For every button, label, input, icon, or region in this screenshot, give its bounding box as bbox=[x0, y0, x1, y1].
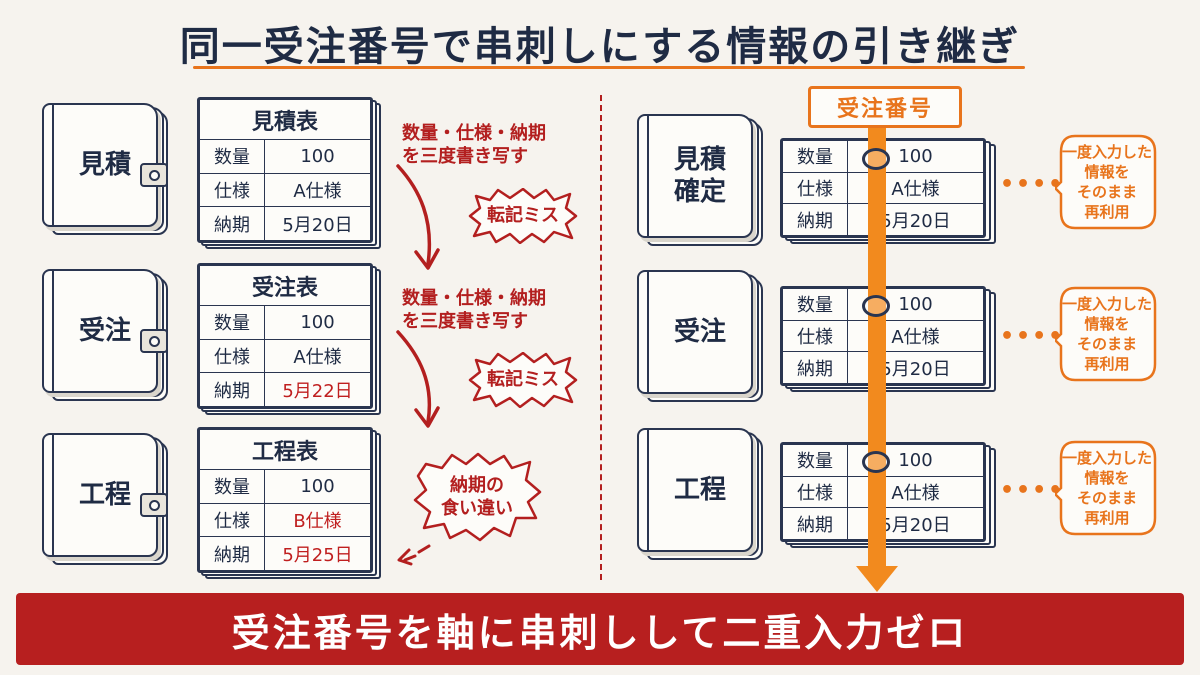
binder-process: 工程 bbox=[637, 428, 763, 560]
field-value: 100 bbox=[264, 139, 371, 174]
binder-ring-icon bbox=[862, 451, 890, 473]
bubble-text: 一度入力した 情報を そのまま 再利用 bbox=[1061, 142, 1152, 222]
title-underline bbox=[193, 66, 1025, 69]
field-key: 数量 bbox=[199, 305, 265, 340]
dashed-arrow-icon bbox=[397, 544, 431, 566]
reuse-bubble: 一度入力した 情報を そのまま 再利用 bbox=[1053, 438, 1159, 538]
field-key: 仕様 bbox=[782, 171, 848, 205]
field-key: 仕様 bbox=[782, 475, 848, 509]
copy-note: 数量・仕様・納期 を三度書き写す bbox=[402, 288, 546, 333]
binder-label: 受注 bbox=[673, 316, 726, 347]
field-key: 納期 bbox=[199, 372, 265, 407]
page-title: 同一受注番号で串刺しにする情報の引き継ぎ bbox=[179, 24, 1021, 70]
date-mismatch-burst: 納期の 食い違い bbox=[412, 452, 542, 542]
copy-note: 数量・仕様・納期 を三度書き写す bbox=[402, 123, 546, 168]
order-number-axis bbox=[868, 122, 886, 570]
transcription-error-burst: 転記ミス bbox=[468, 351, 578, 409]
error-label: 転記ミス bbox=[487, 205, 559, 227]
error-label: 納期の 食い違い bbox=[441, 474, 513, 519]
field-key: 納期 bbox=[199, 536, 265, 571]
error-label: 転記ミス bbox=[487, 369, 559, 391]
field-key: 数量 bbox=[782, 140, 848, 173]
field-key: 納期 bbox=[782, 203, 848, 236]
form-title: 見積表 bbox=[199, 98, 371, 141]
binder-order: 受注 bbox=[637, 270, 763, 402]
field-key: 数量 bbox=[782, 288, 848, 321]
form-title: 受注表 bbox=[199, 264, 371, 307]
field-value: 5月20日 bbox=[264, 206, 371, 241]
form-title: 工程表 bbox=[199, 428, 371, 471]
connector-dots: •••• bbox=[1000, 478, 1065, 503]
transcription-error-burst: 転記ミス bbox=[468, 187, 578, 245]
field-value: A仕様 bbox=[264, 338, 371, 374]
field-value: 100 bbox=[264, 469, 371, 504]
flow-arrow-icon bbox=[396, 164, 440, 270]
binder-ring-icon bbox=[862, 148, 890, 170]
field-key: 納期 bbox=[782, 351, 848, 384]
summary-banner: 受注番号を軸に串刺しして二重入力ゼロ bbox=[16, 593, 1184, 665]
binder-estimate: 見積 bbox=[42, 103, 168, 235]
field-key: 数量 bbox=[199, 469, 265, 504]
field-key: 納期 bbox=[782, 507, 848, 540]
center-divider bbox=[600, 95, 602, 580]
binder-ring-icon bbox=[862, 295, 890, 317]
field-key: 数量 bbox=[199, 139, 265, 174]
field-value-mismatch: 5月22日 bbox=[264, 372, 371, 407]
field-value: A仕様 bbox=[264, 172, 371, 208]
field-key: 仕様 bbox=[199, 338, 265, 374]
reuse-bubble: 一度入力した 情報を そのまま 再利用 bbox=[1053, 284, 1159, 384]
field-value-mismatch: 5月25日 bbox=[264, 536, 371, 571]
bubble-text: 一度入力した 情報を そのまま 再利用 bbox=[1061, 294, 1152, 374]
field-key: 数量 bbox=[782, 444, 848, 477]
binder-label: 受注 bbox=[78, 315, 131, 346]
connector-dots: •••• bbox=[1000, 172, 1065, 197]
field-key: 仕様 bbox=[782, 319, 848, 353]
flow-arrow-icon bbox=[396, 330, 440, 428]
binder-estimate-confirmed: 見積 確定 bbox=[637, 114, 763, 246]
binder-label: 見積 確定 bbox=[673, 144, 726, 208]
field-key: 仕様 bbox=[199, 172, 265, 208]
field-value-mismatch: B仕様 bbox=[264, 502, 371, 538]
binder-label: 工程 bbox=[673, 474, 726, 505]
connector-dots: •••• bbox=[1000, 324, 1065, 349]
binder-process: 工程 bbox=[42, 433, 168, 565]
field-key: 納期 bbox=[199, 206, 265, 241]
reuse-bubble: 一度入力した 情報を そのまま 再利用 bbox=[1053, 132, 1159, 232]
bubble-text: 一度入力した 情報を そのまま 再利用 bbox=[1061, 448, 1152, 528]
binder-label: 工程 bbox=[78, 479, 131, 510]
field-value: 100 bbox=[264, 305, 371, 340]
binder-order: 受注 bbox=[42, 269, 168, 401]
order-number-label: 受注番号 bbox=[808, 86, 962, 128]
binder-label: 見積 bbox=[78, 149, 131, 180]
field-key: 仕様 bbox=[199, 502, 265, 538]
axis-arrowhead-icon bbox=[856, 566, 898, 592]
